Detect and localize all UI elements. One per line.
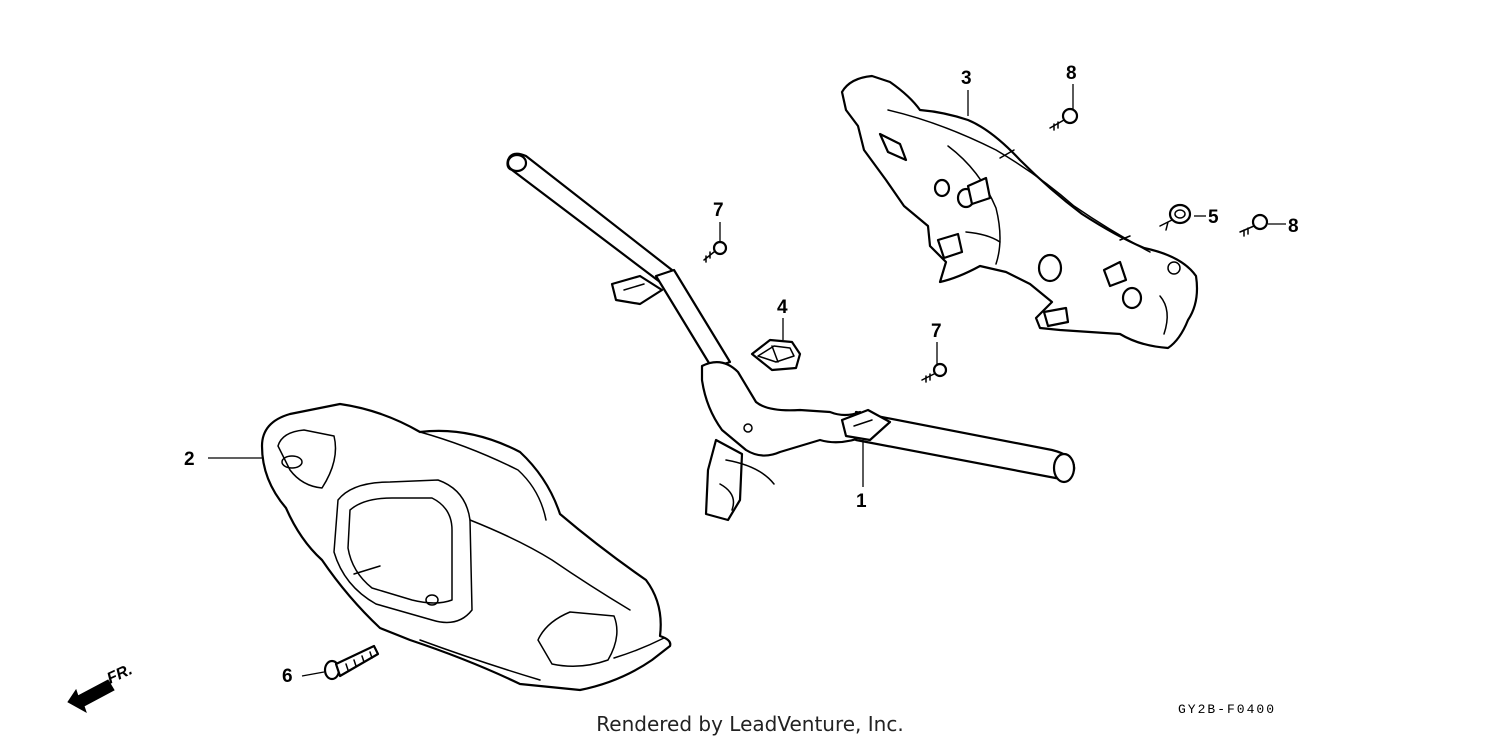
front-arrow-icon xyxy=(67,679,115,714)
tapping-screw-part-upper[interactable] xyxy=(1049,107,1079,131)
callout-1: 1 xyxy=(856,491,867,512)
credit-text: Rendered by LeadVenture, Inc. xyxy=(596,712,904,736)
callout-labels: 1 2 3 4 5 6 7 7 8 8 xyxy=(184,63,1299,687)
grommet-bolt-part[interactable] xyxy=(1159,203,1192,231)
handlebar-part[interactable] xyxy=(506,152,1076,522)
callout-6: 6 xyxy=(282,666,293,687)
screw-part-lower[interactable] xyxy=(921,362,948,383)
callout-3: 3 xyxy=(961,68,972,89)
leader-lines xyxy=(208,84,1286,677)
diagram-code: GY2B-F0400 xyxy=(1178,702,1276,717)
callout-8-upper: 8 xyxy=(1066,63,1077,84)
front-handle-cover-part[interactable] xyxy=(260,402,672,692)
callout-2: 2 xyxy=(184,449,195,470)
callout-4: 4 xyxy=(777,297,788,318)
screw-part-upper[interactable] xyxy=(703,240,728,263)
callout-8-right: 8 xyxy=(1288,216,1299,237)
tapping-screw-part-right[interactable] xyxy=(1239,213,1269,237)
callout-5: 5 xyxy=(1208,207,1219,228)
nut-part[interactable] xyxy=(750,338,802,372)
bolt-part[interactable] xyxy=(323,644,380,681)
callout-7-lower: 7 xyxy=(931,321,942,342)
front-direction-label: FR. xyxy=(105,661,136,687)
rear-handle-cover-part[interactable] xyxy=(840,74,1199,350)
front-direction-indicator: FR. xyxy=(67,661,136,714)
callout-7-upper: 7 xyxy=(713,200,724,221)
